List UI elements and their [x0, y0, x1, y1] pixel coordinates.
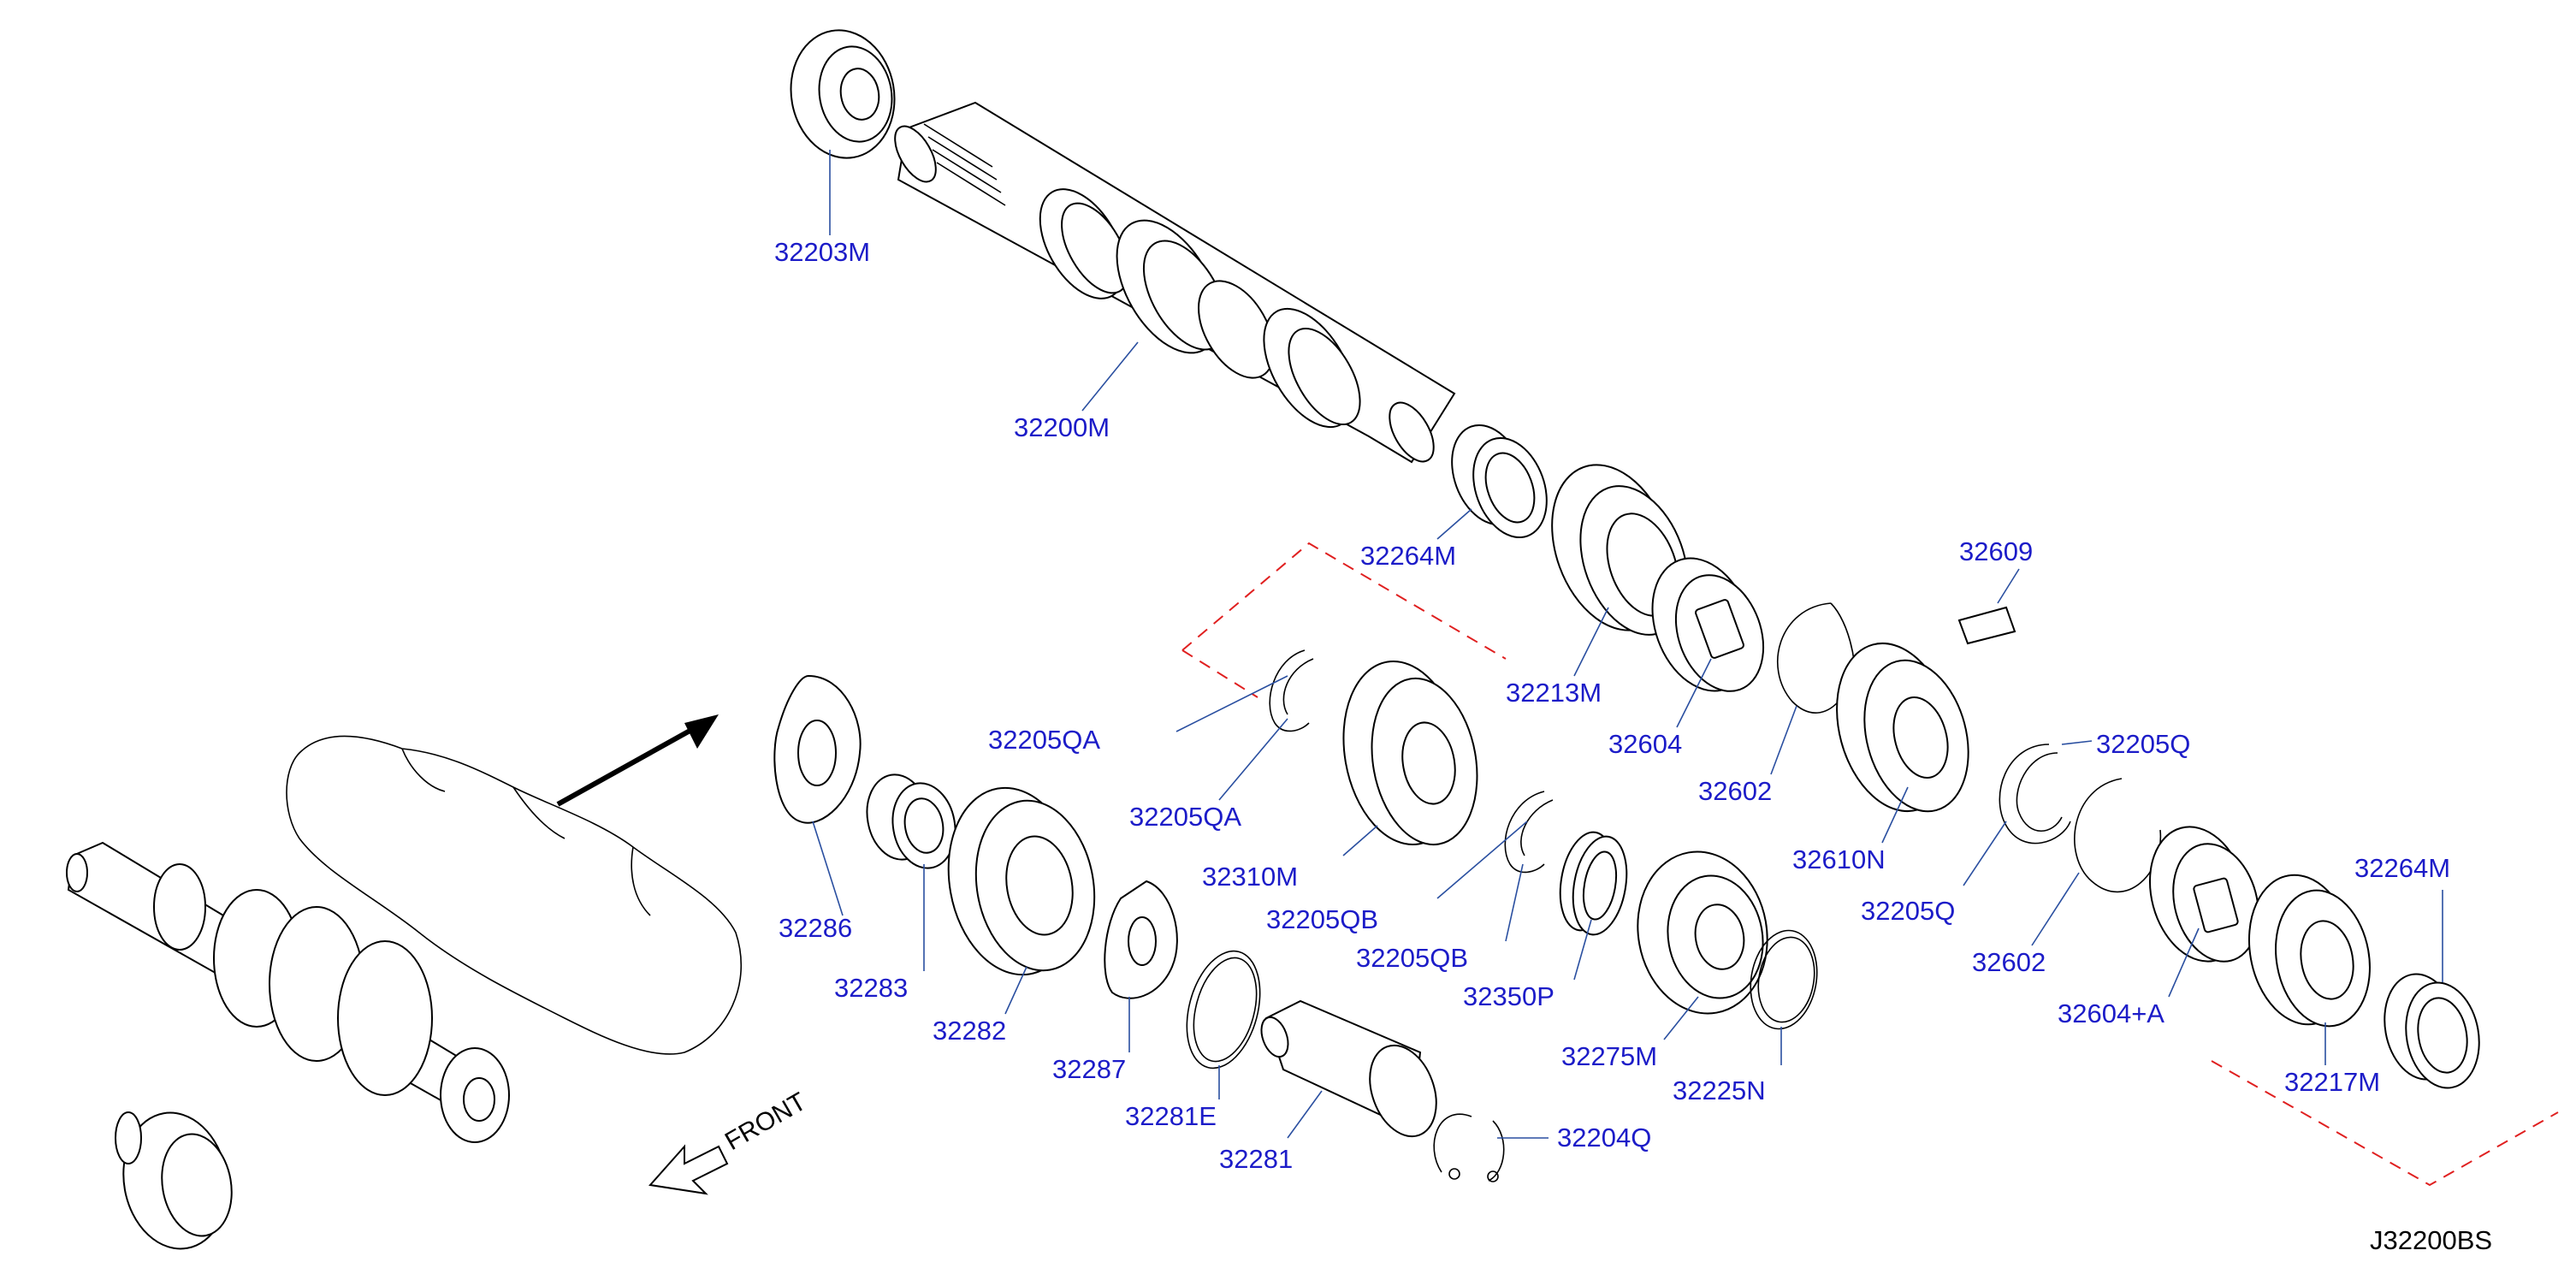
snap-ring-32205Q	[1999, 744, 2071, 844]
label-32205QB-b[interactable]: 32205QB	[1356, 943, 1468, 973]
label-32350P[interactable]: 32350P	[1463, 981, 1554, 1011]
washer-32225N	[1750, 929, 1818, 1030]
front-label: FRONT	[720, 1087, 811, 1156]
label-32604A[interactable]: 32604+A	[2058, 998, 2164, 1028]
label-32281[interactable]: 32281	[1219, 1144, 1293, 1174]
gear-32610N	[1836, 642, 1969, 813]
label-32604[interactable]: 32604	[1608, 729, 1682, 759]
label-32282[interactable]: 32282	[933, 1016, 1006, 1046]
label-32205Q-a[interactable]: 32205Q	[2096, 729, 2190, 759]
needle-bearing-32264M-right	[2384, 973, 2480, 1089]
label-32205QA-b[interactable]: 32205QA	[1129, 802, 1241, 832]
label-32283[interactable]: 32283	[834, 973, 908, 1003]
needle-bearing-32264M-top	[1451, 424, 1548, 539]
label-32203M[interactable]: 32203M	[774, 237, 870, 267]
label-32286[interactable]: 32286	[779, 913, 852, 943]
synchro-hub-32604	[1651, 557, 1765, 692]
needle-bearing-32350P	[1559, 831, 1628, 936]
reverse-idler-shaft-32281	[1260, 999, 1437, 1138]
snap-ring-32204Q	[1433, 1113, 1505, 1182]
label-32264M-top[interactable]: 32264M	[1360, 541, 1456, 571]
snap-ring-32205QB	[1504, 791, 1554, 874]
label-32275M[interactable]: 32275M	[1561, 1041, 1657, 1071]
direction-arrow-icon	[556, 714, 719, 807]
label-32217M[interactable]: 32217M	[2284, 1067, 2380, 1097]
leader-lines	[812, 150, 2443, 1139]
snap-ring-32205QA	[1269, 649, 1314, 732]
label-32287[interactable]: 32287	[1052, 1054, 1126, 1084]
dashed-group-right	[2211, 1060, 2559, 1187]
label-32205QB-a[interactable]: 32205QB	[1266, 904, 1378, 934]
label-32610N[interactable]: 32610N	[1792, 844, 1886, 874]
key-32609	[1957, 606, 2016, 645]
label-32205QA-a[interactable]: 32205QA	[988, 725, 1100, 755]
gear-32282	[947, 786, 1096, 976]
reverse-idler-assembly	[115, 1111, 233, 1250]
housing-outline	[286, 735, 743, 1055]
shaft-gear-3	[1198, 280, 1275, 379]
label-32281E[interactable]: 32281E	[1125, 1101, 1217, 1131]
thrust-washer-32286	[773, 674, 862, 824]
snap-ring-32602-a	[1777, 602, 1855, 714]
label-32602-a[interactable]: 32602	[1698, 776, 1772, 806]
needle-bearing-32283	[866, 773, 956, 869]
dashed-group-left-2	[1181, 649, 1258, 698]
shaft-gear-4	[1263, 307, 1361, 429]
snap-ring-32602-b	[2074, 778, 2162, 893]
dashed-group-left	[1181, 542, 1507, 660]
gear-32217M	[2247, 874, 2371, 1028]
thrust-washer-32287	[1104, 880, 1178, 999]
label-32200M[interactable]: 32200M	[1014, 412, 1110, 442]
label-32204Q[interactable]: 32204Q	[1557, 1123, 1651, 1153]
ball-bearing-32203M	[790, 29, 896, 159]
label-32602-b[interactable]: 32602	[1972, 947, 2046, 977]
label-32609[interactable]: 32609	[1959, 536, 2033, 566]
shaft-gear-1	[1039, 188, 1129, 299]
gear-32310M	[1342, 660, 1478, 846]
label-32310M[interactable]: 32310M	[1202, 862, 1298, 892]
label-32264M-right[interactable]: 32264M	[2354, 853, 2450, 883]
label-32205Q-b[interactable]: 32205Q	[1861, 896, 1955, 926]
main-shaft-32200M	[894, 101, 1456, 464]
diagram-code: J32200BS	[2370, 1225, 2492, 1255]
label-32225N[interactable]: 32225N	[1673, 1075, 1766, 1105]
snap-ring-32281E	[1186, 950, 1261, 1070]
assembled-shafts	[66, 841, 510, 1143]
front-arrow-icon	[648, 1144, 729, 1195]
synchro-hub-32604A	[2148, 826, 2259, 963]
label-32213M[interactable]: 32213M	[1506, 678, 1602, 708]
ball-bearing-32275M	[1637, 850, 1768, 1015]
